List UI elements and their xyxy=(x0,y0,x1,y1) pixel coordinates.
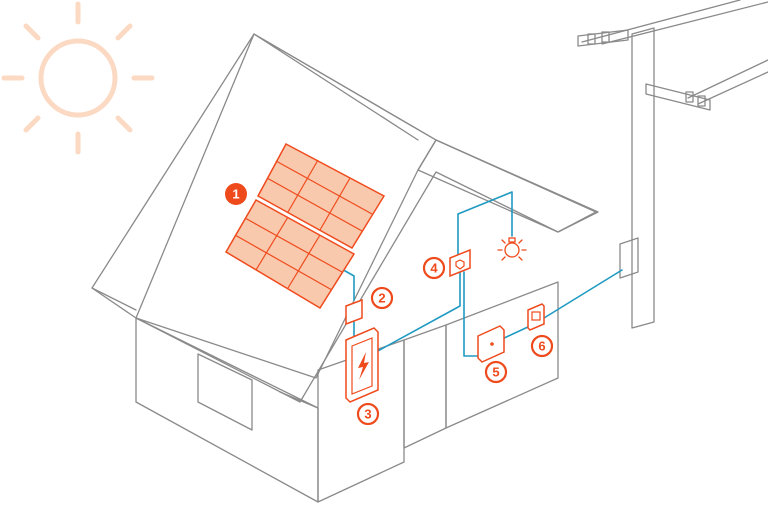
house-outline xyxy=(91,33,599,503)
badge-5: 5 xyxy=(484,360,508,384)
utility-meter xyxy=(527,303,545,331)
badge-6-label: 6 xyxy=(538,339,545,354)
badge-3: 3 xyxy=(356,402,380,426)
wiring xyxy=(339,191,623,357)
badge-1-label: 1 xyxy=(232,187,239,202)
battery-inverter xyxy=(345,327,379,403)
sun-icon xyxy=(1,1,155,155)
solar-panels xyxy=(224,142,386,310)
badge-1: 1 xyxy=(225,183,247,205)
badge-3-label: 3 xyxy=(364,407,371,422)
monitoring-unit xyxy=(477,325,505,363)
badge-4: 4 xyxy=(422,256,446,280)
badge-5-label: 5 xyxy=(492,365,499,380)
badge-4-label: 4 xyxy=(430,261,438,276)
badge-2-label: 2 xyxy=(378,291,385,306)
badge-6: 6 xyxy=(530,334,554,358)
component-badges: 1 2 3 4 5 6 xyxy=(225,183,554,426)
junction-box xyxy=(345,298,363,326)
lightning-bolt-icon xyxy=(358,352,369,380)
utility-pole-icon xyxy=(577,0,768,329)
breaker-panel xyxy=(449,248,471,278)
light-bulb-icon xyxy=(497,237,527,261)
badge-2: 2 xyxy=(370,286,394,310)
